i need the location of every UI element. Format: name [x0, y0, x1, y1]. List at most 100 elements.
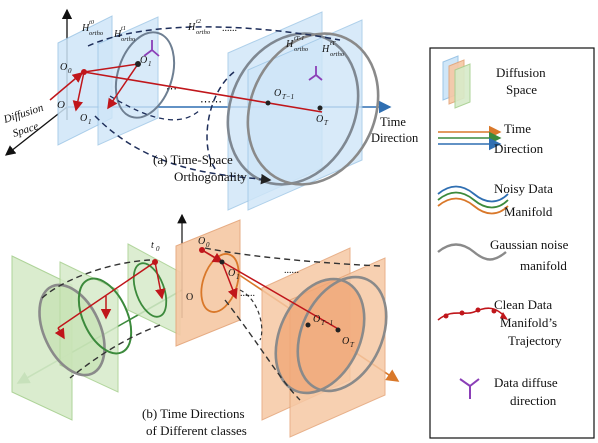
- cone-inner: [109, 95, 201, 121]
- legend-item-4-line1: Gaussian noise: [490, 237, 569, 252]
- bottom-cone-top: [204, 247, 381, 267]
- svg-text:T−1: T−1: [321, 319, 333, 327]
- time-label-2: Direction: [371, 131, 419, 145]
- legend-item-2-line2: Direction: [494, 141, 544, 156]
- green-ellipse-3: [132, 262, 168, 318]
- green-ellipse-2: [77, 277, 133, 355]
- svg-text:1: 1: [88, 118, 92, 126]
- svg-text:H: H: [81, 23, 90, 34]
- svg-text:ortho: ortho: [330, 51, 345, 58]
- legend-item-2-line1: Time: [504, 121, 531, 136]
- svg-text:0: 0: [68, 67, 72, 75]
- bottom-point-oT: [335, 327, 341, 333]
- gaussian-ellipse-tT: [246, 32, 380, 186]
- dots-top-2: ⋯⋯: [200, 96, 222, 108]
- trajectory-drop-o1: [107, 63, 139, 110]
- svg-text:ortho: ortho: [294, 46, 309, 53]
- bottom-point-oT-1: [305, 322, 311, 328]
- bottom-traj-green-drop: [154, 261, 166, 300]
- gaussian-manifold-icon: [437, 243, 507, 261]
- noisy-manifold-icon: [437, 185, 509, 215]
- point-o0: [81, 69, 87, 75]
- bottom-dots-1: ......: [284, 265, 299, 276]
- svg-text:ortho: ortho: [196, 29, 211, 36]
- legend-item-6-line1: Data diffuse: [494, 375, 558, 390]
- label-h-t1: H t1 ortho: [113, 25, 136, 43]
- svg-text:1: 1: [236, 273, 240, 281]
- svg-text:O: O: [80, 113, 87, 124]
- svg-text:O: O: [198, 236, 205, 247]
- svg-text:......: ......: [222, 23, 237, 34]
- legend-item-5-line2: Manifold’s: [500, 315, 557, 330]
- time-label-1: Time: [380, 115, 406, 129]
- caption-a-1: (a) Time-Space: [153, 152, 233, 167]
- svg-text:O: O: [274, 88, 281, 99]
- svg-text:0: 0: [206, 241, 210, 249]
- point-o1: [135, 61, 141, 67]
- diffuse-mark-1: [143, 40, 160, 57]
- svg-text:ortho: ortho: [89, 30, 104, 37]
- point-oT: [317, 105, 323, 111]
- plane-labels: H t0 ortho H t1 ortho H t2 ortho ...... …: [81, 18, 345, 58]
- caption-a-2: Orthogonality: [174, 169, 247, 184]
- svg-text:0: 0: [156, 245, 160, 253]
- svg-text:O: O: [140, 55, 147, 66]
- orange-gaussian-ellipse-2: [296, 275, 388, 393]
- legend-item-5-line3: Trajectory: [508, 333, 562, 348]
- svg-text:O: O: [316, 114, 323, 125]
- label-h-tT: H tT ortho: [321, 40, 345, 58]
- trajectory-o1: [83, 63, 139, 73]
- legend-item-6-line2: direction: [510, 393, 557, 408]
- svg-text:H: H: [285, 39, 294, 50]
- legend-item-1-line2: Space: [506, 82, 537, 97]
- svg-text:H: H: [113, 29, 122, 40]
- svg-text:t1: t1: [121, 25, 126, 32]
- origin-label: O: [57, 99, 65, 111]
- bottom-origin-label: O: [186, 292, 193, 303]
- svg-text:tT-1: tT-1: [294, 35, 304, 42]
- clean-trajectory-icon: [437, 307, 508, 321]
- svg-text:O: O: [60, 62, 67, 73]
- legend-item-3-line1: Noisy Data: [494, 181, 553, 196]
- diffusion-axis: [4, 106, 68, 156]
- bottom-point-o0: [199, 247, 205, 253]
- green-cone-low: [69, 324, 161, 379]
- bottom-traj-drop: [221, 261, 238, 300]
- legend-item-5-line1: Clean Data: [494, 297, 552, 312]
- bottom-traj-o1: [201, 249, 224, 263]
- diffusion-space-icon: [442, 55, 471, 109]
- trajectory-in: [49, 72, 84, 101]
- top-panel: O Diffusion Space Time Direction (a) Tim…: [1, 8, 419, 211]
- svg-text:O: O: [228, 268, 235, 279]
- svg-text:O: O: [342, 336, 349, 347]
- svg-text:T: T: [350, 341, 355, 349]
- bottom-trajectory-orange: [201, 249, 341, 331]
- cone-bottom: [94, 115, 272, 185]
- diffuse-mark-2: [308, 66, 323, 81]
- time-direction-icon: [438, 125, 502, 151]
- bottom-point-o1: [219, 259, 225, 265]
- legend-item-3-line2: Manifold: [504, 204, 553, 219]
- svg-text:1: 1: [148, 60, 152, 68]
- svg-text:t: t: [151, 240, 154, 251]
- svg-text:T−1: T−1: [282, 93, 294, 101]
- label-h-t0: H t0 ortho: [81, 19, 104, 37]
- dots-top-1: ⋯: [166, 83, 177, 95]
- svg-text:H: H: [321, 44, 330, 55]
- bottom-traj-green-drop3: [54, 327, 65, 340]
- svg-text:t0: t0: [89, 19, 95, 26]
- point-oT-1: [265, 100, 271, 106]
